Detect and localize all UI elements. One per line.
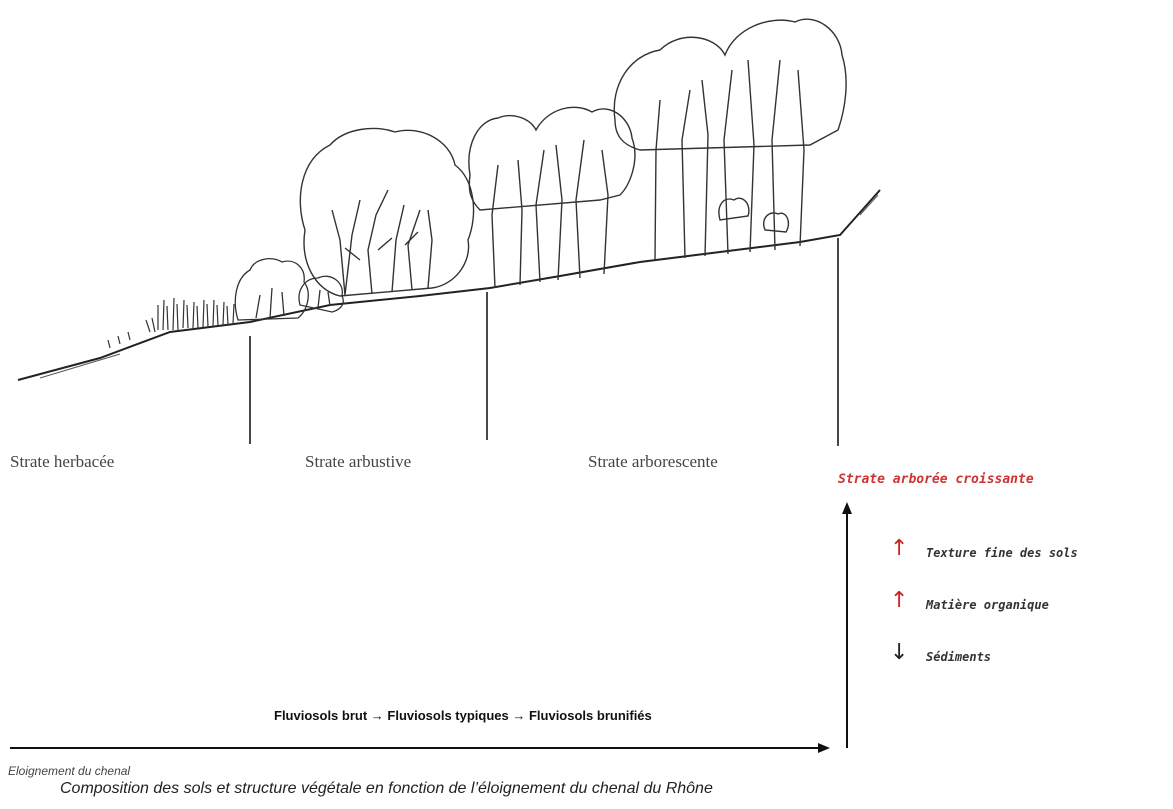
distance-axis-label: Eloignement du chenal [8, 764, 131, 778]
stratum-label-herbaceous: Strate herbacée [10, 452, 115, 471]
indicator-sediments: Sédiments [926, 650, 992, 664]
shrub-tree-canopy [299, 127, 475, 297]
figure-caption: Composition des sols et structure végéta… [60, 780, 713, 797]
arrow-up-icon: ↑ [890, 588, 909, 613]
arrow-down-icon: ↓ [890, 640, 909, 665]
stratum-label-shrub: Strate arbustive [305, 452, 412, 471]
soil-sequence: Fluviosols brut → Fluviosols typiques → … [274, 708, 652, 723]
gradient-title: Strate arborée croissante [838, 472, 1034, 487]
shrubs [234, 258, 344, 321]
grass-tufts [107, 297, 235, 349]
stratum-label-tree: Strate arborescente [588, 452, 718, 471]
tree-group-mid [468, 106, 636, 289]
indicator-organic-matter: Matière organique [926, 598, 1049, 612]
tree-group-right [613, 18, 847, 261]
indicator-fine-texture: Texture fine des sols [926, 546, 1078, 560]
arrow-up-icon: ↑ [890, 536, 909, 561]
